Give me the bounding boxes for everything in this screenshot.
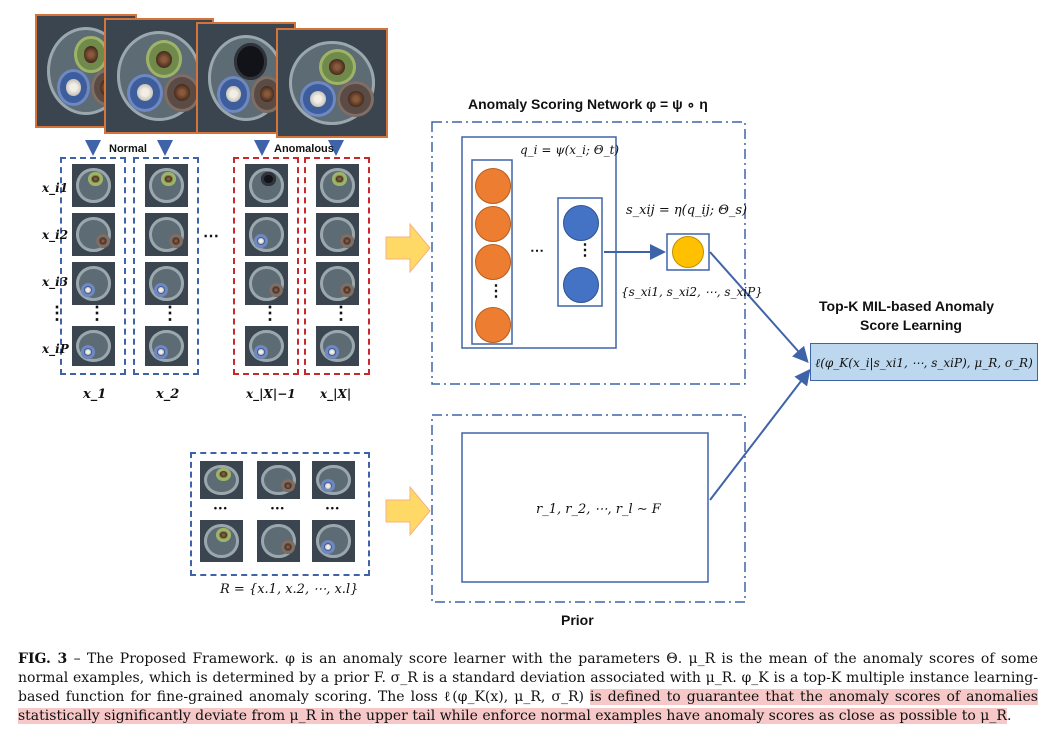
s-formula: s_xij = η(q_ij; Θ_s) [626,203,748,218]
eta-output-box [666,233,710,271]
reference-set-frame [190,452,370,576]
orange-node-3 [475,244,511,280]
row-label-2: x_i2 [42,228,69,242]
down-arrows [85,140,344,156]
patch-x1-4 [72,326,115,366]
ref-patch-1 [200,461,243,499]
vdots-col3: ⋮ [261,303,279,324]
col-label-3: x_|X|−1 [246,387,296,401]
ref-patch-2 [257,461,300,499]
caption-dash: – [67,651,87,667]
patch-x2-3 [145,262,188,305]
orange-node-1 [475,168,511,204]
col-label-4: x_|X| [320,387,352,401]
q-formula: q_i = ψ(x_i; Θ_t) [520,143,620,157]
vdots-col2: ⋮ [161,303,179,324]
ref-ellipsis-2: ··· [270,501,285,517]
ref-patch-5 [257,520,300,562]
layer-hdots: ⋯ [530,243,544,259]
orange-layer-box [471,159,513,345]
ref-ellipsis-3: ··· [325,501,340,517]
blue-node-2 [563,267,599,303]
ref-patch-6 [312,520,355,562]
arrow-prior-to-loss [709,368,811,501]
patch-x1-1 [72,164,115,207]
figure-caption: FIG. 3 – The Proposed Framework. φ is an… [18,651,1039,724]
vdots-col1: ⋮ [88,303,106,324]
topk-title-line2: Score Learning [860,317,962,333]
blue-vdots: ⋮ [577,240,593,259]
patch-x1-2 [72,213,115,256]
caption-text: The Proposed Framework. φ is an anomaly … [18,651,1039,705]
normal-label: Normal [109,143,147,155]
patch-x2-2 [145,213,188,256]
prior-box [461,432,709,583]
col-label-2: x_2 [156,387,180,402]
score-set: {s_xi1, s_xi2, ⋯, s_xiP} [621,285,763,299]
blue-layer-box [557,197,603,307]
patch-x3-2 [245,213,288,256]
ref-ellipsis-1: ··· [213,501,228,517]
scoring-network-title: Anomaly Scoring Network φ = ψ ∘ η [468,96,708,112]
patch-x3-3 [245,262,288,305]
patch-x1-3 [72,262,115,305]
patch-x3-4 [245,326,288,366]
patch-x2-1 [145,164,188,207]
patch-x4-3 [316,262,359,305]
orange-vdots: ⋮ [488,281,504,300]
row-label-3: x_i3 [42,275,69,289]
prior-formula: r_1, r_2, ⋯, r_l ∼ F [536,502,661,517]
ref-patch-4 [200,520,243,562]
vdots-col4: ⋮ [332,303,350,324]
prior-label: Prior [561,612,594,628]
blue-node-1 [563,205,599,241]
yellow-output-node [672,236,704,268]
caption-fig-label: FIG. 3 [18,651,68,667]
yellow-arrow-top [385,222,431,274]
reference-set-formula: R = {x.1, x.2, ⋯, x.l} [220,582,359,597]
hdots-columns: ⋯ [203,226,219,245]
bag-frame-x1 [60,157,126,375]
patch-x3-1 [245,164,288,207]
orange-node-2 [475,206,511,242]
ref-patch-3 [312,461,355,499]
bag-frame-x-last [304,157,370,375]
loss-box: ℓ(φ_K(x_i|s_xi1, ⋯, s_xiP), μ_R, σ_R) [810,343,1038,381]
topk-title-line1: Top-K MIL-based Anomaly [819,298,994,314]
vdots-rows: ⋮ [48,303,66,324]
patch-x2-4 [145,326,188,366]
arrow-eta-to-loss [709,251,809,363]
prior-frame [431,414,746,603]
bag-frame-x2 [133,157,199,375]
orange-node-4 [475,307,511,343]
cable-image-normal-2 [104,18,214,134]
row-label-4: x_iP [42,342,69,356]
cable-image-anomalous-2 [276,28,388,138]
psi-network-box [461,136,617,349]
patch-x4-2 [316,213,359,256]
patch-x4-4 [316,326,359,366]
patch-x4-1 [316,164,359,207]
scoring-network-frame [431,121,746,385]
anomalous-label: Anomalous [274,143,334,155]
bag-frame-x-last-minus-1 [233,157,299,375]
col-label-1: x_1 [83,387,107,402]
row-label-1: x_i1 [42,181,69,195]
yellow-arrow-bottom [385,485,431,537]
